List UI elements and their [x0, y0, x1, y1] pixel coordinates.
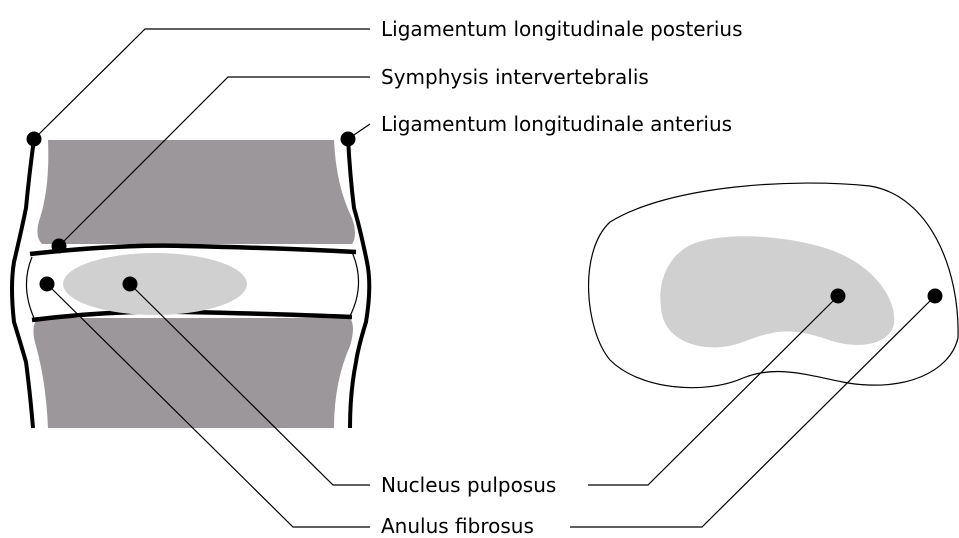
dot-lig-anterius — [341, 132, 356, 147]
leader-lig-posterius — [34, 29, 370, 139]
label-lig-posterius: Ligamentum longitudinale posterius — [381, 17, 742, 41]
label-lig-anterius: Ligamentum longitudinale anterius — [381, 112, 732, 136]
sagittal-section — [12, 138, 369, 428]
dot-lig-posterius — [27, 132, 42, 147]
upper-endplate — [30, 246, 356, 254]
dot-nucleus-axial — [831, 289, 846, 304]
lower-vertebral-body — [33, 318, 353, 428]
upper-vertebral-body — [37, 140, 355, 244]
dot-anulus-sagittal — [40, 277, 55, 292]
dot-nucleus-sagittal — [123, 277, 138, 292]
label-anulus: Anulus fibrosus — [381, 514, 534, 538]
posterior-longitudinal-ligament — [12, 139, 34, 428]
dot-symphysis — [52, 239, 67, 254]
label-nucleus: Nucleus pulposus — [381, 473, 556, 497]
axial-section — [589, 183, 959, 388]
dot-anulus-axial — [928, 289, 943, 304]
nucleus-pulposus-axial — [660, 236, 894, 347]
nucleus-pulposus-sagittal — [63, 253, 247, 315]
label-symphysis: Symphysis intervertebralis — [381, 65, 649, 89]
